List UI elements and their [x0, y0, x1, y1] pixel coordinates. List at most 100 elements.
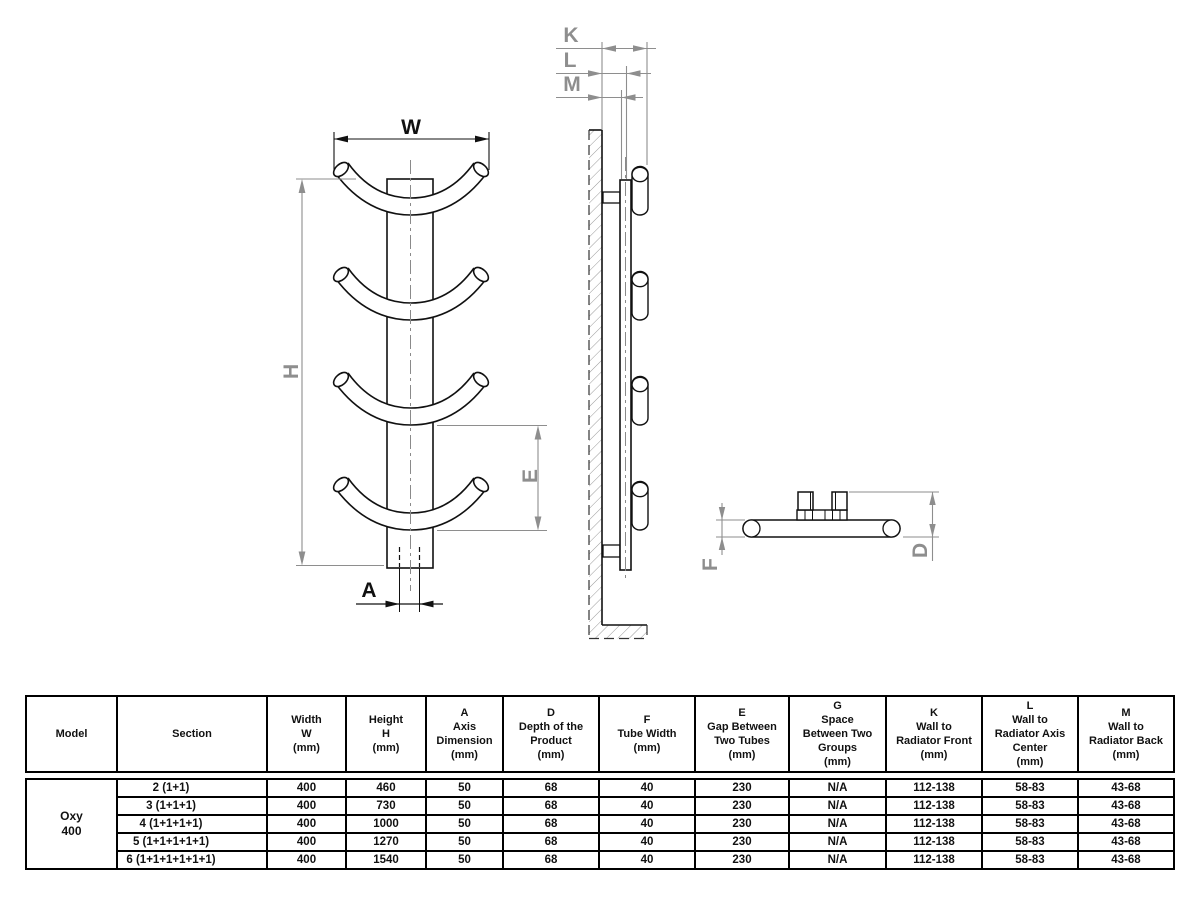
- value-cell: N/A: [788, 778, 887, 798]
- value-cell: 68: [502, 814, 600, 834]
- value-cell: 400: [266, 796, 347, 816]
- technical-drawing: W H E A: [280, 24, 939, 640]
- value-cell: 400: [266, 814, 347, 834]
- value-cell: 40: [598, 796, 696, 816]
- value-cell: N/A: [788, 796, 887, 816]
- tube-end-side: [631, 375, 649, 426]
- floor-hatch: [589, 625, 647, 639]
- valve-connection: [831, 491, 848, 511]
- value-cell: 50: [425, 796, 504, 816]
- arrowhead: [718, 507, 726, 520]
- side-view-drawing: [588, 129, 649, 640]
- value-cell: 68: [502, 778, 600, 798]
- wall-hatch: [589, 130, 602, 625]
- arrowhead: [626, 70, 641, 77]
- value-cell: 40: [598, 778, 696, 798]
- arrowhead: [588, 70, 602, 77]
- table-row: 6 (1+1+1+1+1+1) 400 1540 50 68 40 230 N/…: [26, 850, 1175, 870]
- value-cell: 40: [598, 814, 696, 834]
- value-cell: 112-138: [885, 814, 983, 834]
- section-cell: 6 (1+1+1+1+1+1): [116, 850, 268, 870]
- dim-label-H: H: [280, 364, 303, 379]
- value-cell: 1000: [345, 814, 427, 834]
- dim-label-K: K: [563, 24, 578, 47]
- value-cell: 460: [345, 778, 427, 798]
- arrowhead: [633, 45, 647, 52]
- value-cell: 230: [694, 778, 790, 798]
- tube-end-cap: [882, 519, 901, 538]
- arrowhead: [419, 600, 434, 608]
- value-cell: 43-68: [1077, 814, 1175, 834]
- arrowhead: [534, 516, 542, 531]
- dim-tube-width: F: [699, 503, 745, 571]
- value-cell: 58-83: [981, 796, 1079, 816]
- wall-bracket-bottom: [602, 544, 621, 558]
- dim-height: H: [280, 178, 384, 567]
- value-cell: 230: [694, 832, 790, 852]
- value-cell: N/A: [788, 832, 887, 852]
- value-cell: 50: [425, 814, 504, 834]
- arrowhead: [298, 551, 306, 566]
- top-view-drawing: [742, 491, 901, 538]
- dim-label-F: F: [699, 558, 722, 571]
- value-cell: 112-138: [885, 850, 983, 870]
- dim-label-W: W: [401, 116, 421, 139]
- value-cell: 58-83: [981, 850, 1079, 870]
- tube-end-side: [631, 165, 649, 216]
- arrowhead: [718, 537, 726, 550]
- table-row: 4 (1+1+1+1) 400 1000 50 68 40 230 N/A 11…: [26, 814, 1175, 834]
- col-header-section: Section: [116, 695, 268, 773]
- value-cell: 230: [694, 796, 790, 816]
- valve-connection: [797, 491, 814, 511]
- dim-label-M: M: [563, 73, 581, 96]
- value-cell: 68: [502, 850, 600, 870]
- section-cell: 2 (1+1): [116, 778, 268, 798]
- value-cell: 112-138: [885, 796, 983, 816]
- tube-top-view: [742, 519, 901, 538]
- value-cell: 43-68: [1077, 850, 1175, 870]
- dim-label-A: A: [361, 579, 376, 602]
- value-cell: 50: [425, 778, 504, 798]
- arrowhead: [385, 600, 400, 608]
- value-cell: 40: [598, 832, 696, 852]
- value-cell: 43-68: [1077, 778, 1175, 798]
- value-cell: 68: [502, 796, 600, 816]
- value-cell: 50: [425, 850, 504, 870]
- value-cell: 43-68: [1077, 832, 1175, 852]
- arrowhead: [929, 492, 936, 505]
- value-cell: N/A: [788, 814, 887, 834]
- table-row: 3 (1+1+1) 400 730 50 68 40 230 N/A 112-1…: [26, 796, 1175, 816]
- value-cell: 58-83: [981, 814, 1079, 834]
- section-cell: 3 (1+1+1): [116, 796, 268, 816]
- arrowhead: [298, 179, 306, 193]
- dim-wall-to-back: M: [556, 73, 643, 179]
- section-cell: 5 (1+1+1+1+1): [116, 832, 268, 852]
- arrowhead: [588, 94, 602, 101]
- arrowhead: [621, 94, 636, 101]
- value-cell: N/A: [788, 850, 887, 870]
- arrowhead: [602, 45, 616, 52]
- dim-wall-to-axis: L: [556, 49, 651, 179]
- table-row: 5 (1+1+1+1+1) 400 1270 50 68 40 230 N/A …: [26, 832, 1175, 852]
- wall-bracket-top: [602, 191, 621, 204]
- value-cell: 730: [345, 796, 427, 816]
- value-cell: 400: [266, 778, 347, 798]
- value-cell: 68: [502, 832, 600, 852]
- section-cell: 4 (1+1+1+1): [116, 814, 268, 834]
- value-cell: 230: [694, 814, 790, 834]
- value-cell: 400: [266, 850, 347, 870]
